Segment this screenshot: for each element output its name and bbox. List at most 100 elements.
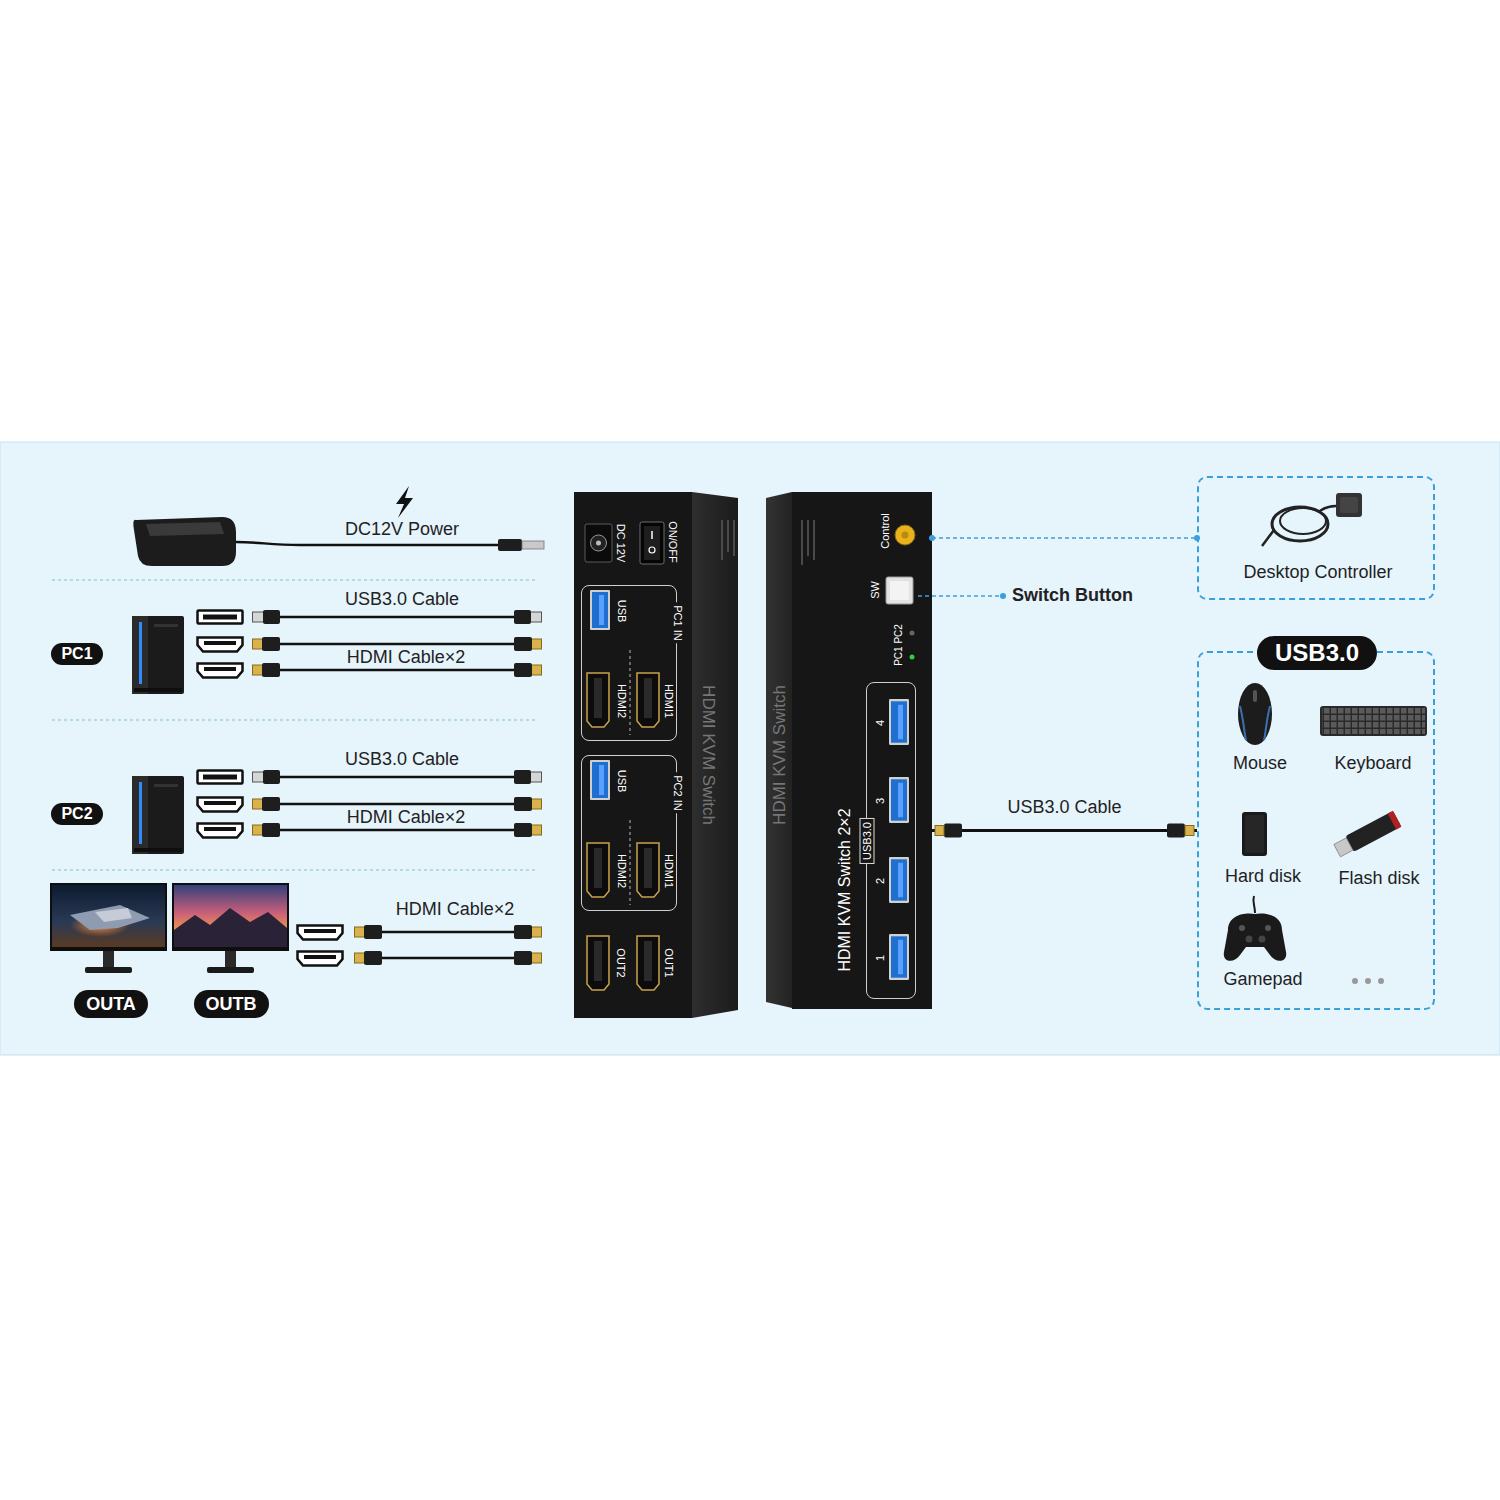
port-label: OUT1 xyxy=(663,948,674,977)
cable-plug xyxy=(253,823,281,837)
switch-button-leader xyxy=(1000,593,1006,599)
gamepad-icon xyxy=(1224,896,1286,961)
connector-dot xyxy=(1194,535,1200,541)
cable xyxy=(280,617,514,958)
tag-text: PC1 xyxy=(61,646,92,662)
port-label: HDMI1 xyxy=(663,854,674,888)
desktop-controller-icon xyxy=(1318,506,1336,512)
monitor-icon xyxy=(70,905,150,930)
usb-port xyxy=(889,777,909,823)
desktop-controller-icon xyxy=(1262,493,1362,546)
kvm-rear-housing xyxy=(727,520,729,552)
rocker-switch xyxy=(649,547,655,553)
cable-plug xyxy=(514,770,542,784)
cable-plug xyxy=(514,663,542,677)
usb-port xyxy=(590,590,610,630)
usb-device-box: USB3.0MouseKeyboardHard diskFlash diskGa… xyxy=(1197,651,1435,1010)
port-icon xyxy=(198,771,243,784)
cable-plug xyxy=(355,951,383,965)
monitor-icon xyxy=(52,885,165,947)
status-led xyxy=(910,631,915,636)
cable-plug xyxy=(355,925,383,939)
port-label: OUT2 xyxy=(615,948,626,977)
group-label: PC1 IN xyxy=(672,602,683,643)
rocker-switch xyxy=(651,531,653,539)
kvm-front-housing xyxy=(807,520,809,556)
switch-button xyxy=(886,577,913,604)
output-tag: OUTB xyxy=(194,990,269,1018)
cable-plug xyxy=(1167,824,1185,838)
monitor-icon xyxy=(174,885,287,947)
button-label: SW xyxy=(870,581,881,599)
monitor-icon xyxy=(172,883,289,951)
monitor-icon xyxy=(174,908,287,947)
cable-plug xyxy=(514,823,542,837)
flash-disk-icon xyxy=(1345,811,1401,852)
hard-disk-icon xyxy=(1242,812,1267,856)
hard-disk-icon xyxy=(1245,815,1264,853)
rocker-switch xyxy=(640,522,664,564)
cable-label: USB3.0 Cable xyxy=(345,750,459,768)
status-led xyxy=(910,655,915,660)
port-label: HDMI2 xyxy=(616,684,627,718)
connector-dot xyxy=(929,535,935,541)
cable-label: USB3.0 Cable xyxy=(345,590,459,608)
cable-plug xyxy=(514,637,542,651)
dc-jack xyxy=(585,524,612,562)
dc-jack xyxy=(585,524,612,562)
port-icon xyxy=(198,824,243,838)
switch-button xyxy=(886,577,913,604)
pc-tower-icon xyxy=(132,616,184,694)
tag-text: PC2 xyxy=(61,806,92,822)
gamepad-icon xyxy=(1246,936,1253,943)
usb-port xyxy=(889,699,909,980)
cable-plug xyxy=(514,797,542,811)
tag-text: OUTA xyxy=(86,995,136,1013)
kvm-front-housing xyxy=(801,520,803,565)
dc-jack xyxy=(591,535,607,551)
power-adapter xyxy=(236,542,500,545)
hdmi-port xyxy=(637,843,659,897)
port-icon xyxy=(298,952,343,966)
kvm-rear-housing xyxy=(692,492,738,1018)
kvm-rear-housing xyxy=(721,520,723,560)
separator-line xyxy=(52,870,538,871)
cable-plug xyxy=(514,610,542,624)
flash-disk-icon xyxy=(1388,811,1402,830)
kvm-rear-housing xyxy=(722,520,734,560)
device-name: Gamepad xyxy=(1223,970,1302,988)
background-band xyxy=(0,442,1500,1055)
cable-plug xyxy=(1185,826,1194,836)
cable-plug xyxy=(514,925,542,939)
mouse-icon xyxy=(1264,706,1270,740)
device-name: Flash disk xyxy=(1338,869,1419,887)
port-icon xyxy=(198,664,243,678)
device-name: Keyboard xyxy=(1334,754,1411,772)
port-label: HDMI2 xyxy=(616,854,627,888)
hdmi-port xyxy=(587,673,659,990)
usb-port xyxy=(889,699,909,745)
power-adapter xyxy=(133,517,544,566)
cable-label: HDMI Cable×2 xyxy=(396,900,515,918)
mouse-icon xyxy=(1238,683,1272,745)
power-adapter xyxy=(133,517,236,566)
cable-plug xyxy=(253,610,281,624)
kvm-rear-housing xyxy=(733,520,735,556)
usb-port xyxy=(889,934,909,980)
cable-plug xyxy=(514,951,542,965)
port-number: 1 xyxy=(875,955,886,961)
hdmi-port xyxy=(587,673,609,727)
port-number: 4 xyxy=(875,720,886,726)
separator-line xyxy=(52,720,538,721)
usb-port-group: USB3.04321 xyxy=(866,682,916,999)
monitor-icon xyxy=(50,883,289,973)
cable xyxy=(382,931,514,934)
hdmi-port xyxy=(587,936,609,990)
desktop-controller-icon xyxy=(1340,497,1358,513)
switch-button xyxy=(890,581,909,600)
cable xyxy=(280,616,514,619)
port-divider xyxy=(630,820,631,905)
